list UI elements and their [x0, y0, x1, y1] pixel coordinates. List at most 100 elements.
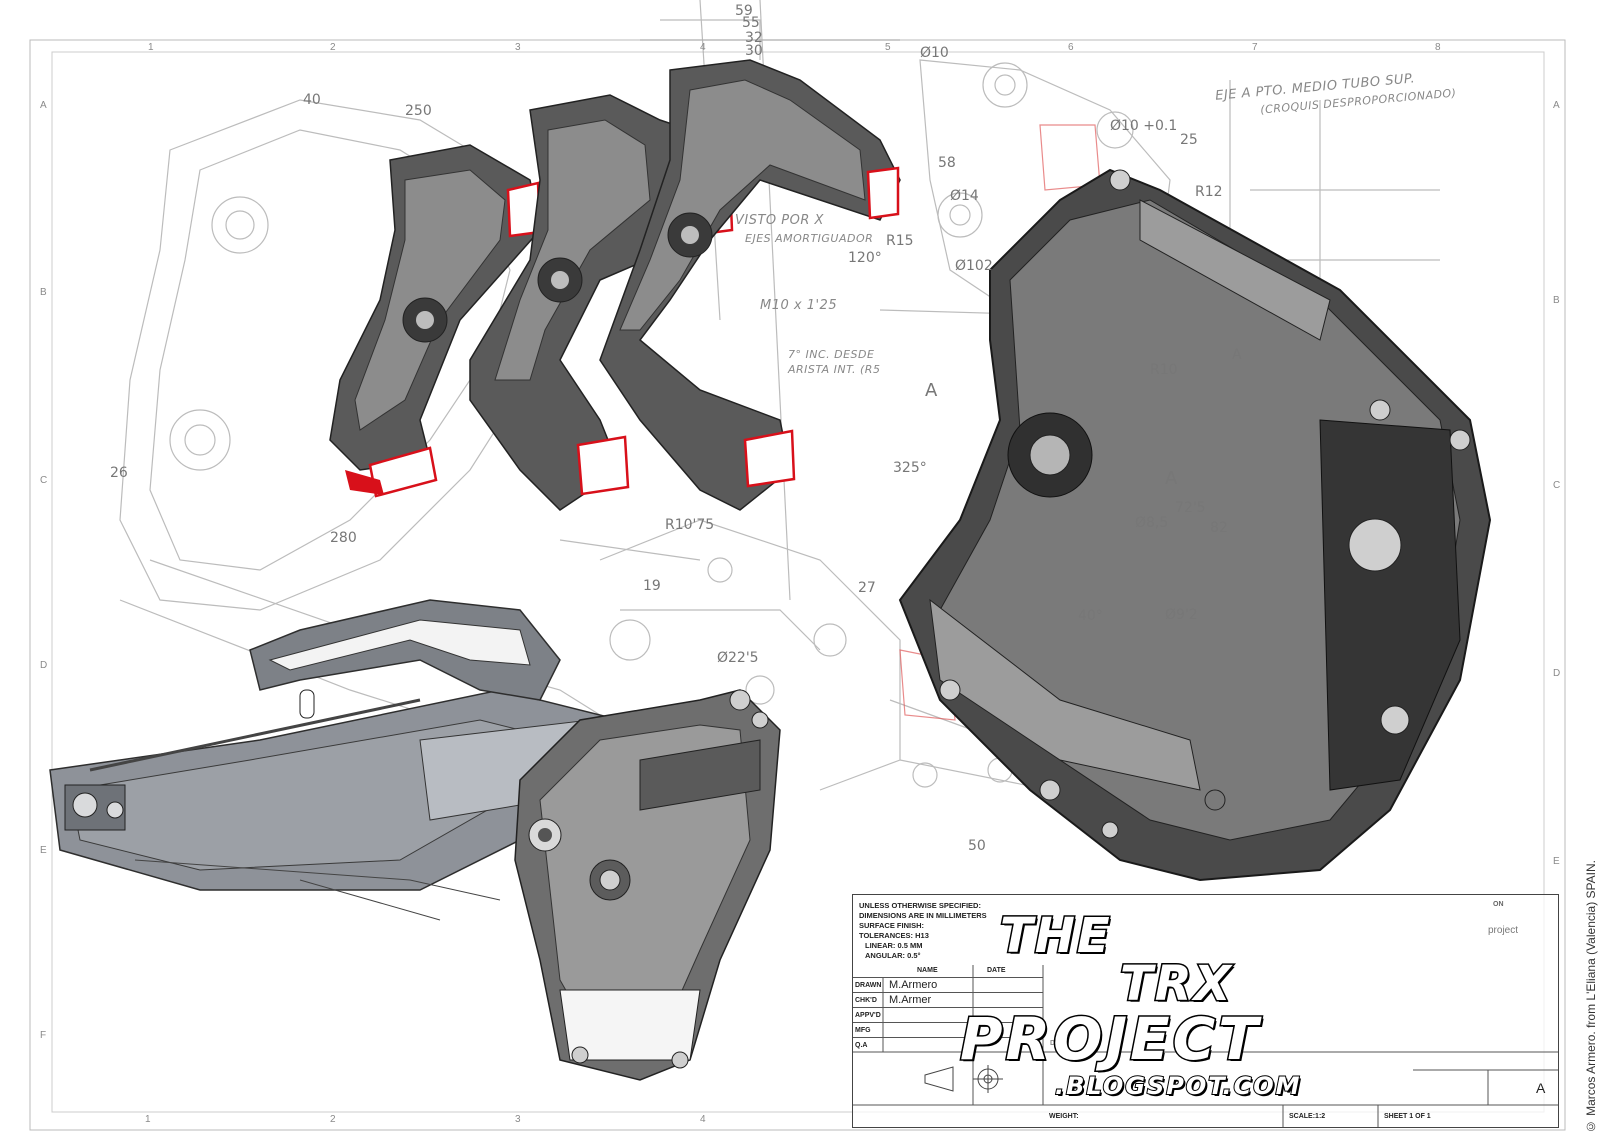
ruler-right-E: E: [1553, 856, 1560, 867]
yoke-part-bottom: [514, 689, 781, 1081]
ruler-right-B: B: [1553, 295, 1560, 306]
note-arista: ARISTA INT. (R5: [788, 363, 881, 376]
dim-50: 50: [968, 838, 986, 854]
ruler-top-5: 5: [885, 42, 891, 53]
dim-280: 280: [330, 530, 357, 546]
ruler-top-3: 3: [515, 42, 521, 53]
row-key: APPV'D: [855, 1012, 881, 1019]
dim-30: 30: [745, 43, 763, 59]
section-marker-a-1: A: [925, 380, 938, 401]
note-m10: M10 x 1'25: [760, 298, 838, 313]
dim-o9-2: Ø9'2: [1165, 607, 1198, 623]
ruler-left-B: B: [40, 287, 47, 298]
dim-r15: R15: [886, 233, 914, 249]
dim-40deg: 40°: [1078, 608, 1103, 624]
dim-o85: Ø8,5: [1135, 515, 1169, 531]
bracket-iteration-3: [599, 59, 901, 511]
dim-26: 26: [110, 465, 128, 481]
dim-58: 58: [938, 155, 956, 171]
dim-40: 40: [303, 92, 321, 108]
ruler-left-F: F: [40, 1030, 47, 1041]
dim-o10: Ø10: [920, 45, 949, 61]
ruler-right-C: C: [1553, 480, 1561, 491]
dim-120deg: 120°: [848, 250, 882, 266]
col-date: DATE: [987, 967, 1006, 974]
ruler-left-D: D: [40, 660, 48, 671]
row-key: Q.A: [855, 1042, 868, 1049]
dim-o102: Ø102: [955, 258, 993, 274]
dim-25: 25: [1180, 132, 1198, 148]
row-drawn: DRAWN M.Armero: [853, 977, 1043, 993]
col-name: NAME: [917, 967, 938, 974]
ruler-left-C: C: [40, 475, 48, 486]
logo-line-project: PROJECT: [959, 1004, 1261, 1075]
dim-r12: R12: [1195, 184, 1223, 200]
dim-250: 250: [405, 103, 432, 119]
copyright-credit: © Marcos Armero. from L'Eliana (Valencia…: [1584, 860, 1598, 1134]
note-line: LINEAR: 0.5 mm: [865, 941, 923, 950]
note-line: TOLERANCES: H13: [859, 931, 929, 940]
ruler-left-A: A: [40, 100, 47, 111]
dim-19: 19: [643, 578, 661, 594]
logo-line-the: THE: [999, 907, 1112, 966]
title-block-notes: UNLESS OTHERWISE SPECIFIED: DIMENSIONS A…: [859, 901, 987, 961]
logo-line-blogspot: .BLOGSPOT.COM: [1054, 1071, 1302, 1101]
desc-label: Desc: [1050, 1040, 1067, 1047]
ruler-right-A: A: [1553, 100, 1560, 111]
row-key: MFG: [855, 1027, 871, 1034]
ruler-bottom-3: 3: [515, 1114, 521, 1125]
scale-label: SCALE:1:2: [1289, 1113, 1326, 1120]
note-line: DIMENSIONS ARE IN MILLIMETERS: [859, 911, 987, 920]
dim-27: 27: [858, 580, 876, 596]
swingarm-part: [49, 599, 621, 921]
note-ejes-amortiguador: EJES AMORTIGUADOR: [745, 232, 874, 245]
bracket-iteration-1: [329, 144, 542, 498]
row-mfg: MFG: [853, 1022, 1043, 1038]
ruler-right-D: D: [1553, 668, 1561, 679]
logo-line-trx: TRX: [1119, 955, 1233, 1014]
dim-r10-75: R10'75: [665, 517, 715, 533]
ruler-top-4: 4: [700, 42, 706, 53]
yoke-part-large: [898, 168, 1492, 882]
note-line: SURFACE FINISH:: [859, 921, 925, 930]
ruler-top-6: 6: [1068, 42, 1074, 53]
row-qa: Q.A: [853, 1037, 1043, 1053]
dim-32: 32: [745, 30, 763, 46]
dim-59: 59: [735, 3, 753, 19]
row-value: M.Armer: [889, 994, 932, 1006]
dim-82: 82: [1210, 520, 1228, 536]
title-block: UNLESS OTHERWISE SPECIFIED: DIMENSIONS A…: [852, 894, 1559, 1128]
dim-o22-5: Ø22'5: [717, 650, 759, 666]
project-label: project: [1488, 925, 1519, 936]
note-line: UNLESS OTHERWISE SPECIFIED:: [859, 901, 981, 910]
note-line: ANGULAR: 0.5°: [865, 951, 921, 960]
sheet-label: SHEET 1 OF 1: [1384, 1113, 1431, 1120]
dim-55: 55: [742, 15, 760, 31]
ruler-top-7: 7: [1252, 42, 1258, 53]
row-value: M.Armero: [889, 979, 938, 991]
ruler-top-2: 2: [330, 42, 336, 53]
sheet-inner-border: [51, 51, 1545, 1113]
weight-label: WEIGHT:: [1049, 1113, 1079, 1120]
section-marker-a-3: A: [1232, 347, 1242, 363]
ruler-top-1: 1: [148, 42, 154, 53]
row-key: DRAWN: [855, 982, 882, 989]
row-key: CHK'D: [855, 997, 877, 1004]
dim-o14: Ø14: [950, 188, 979, 204]
ruler-bottom-1: 1: [145, 1114, 151, 1125]
section-marker-a-2: A: [1165, 468, 1178, 489]
on-label: ON: [1493, 901, 1504, 908]
title-block-grid: [853, 965, 1558, 1127]
dim-o10-tol: Ø10 +0.1: [1110, 118, 1178, 134]
ruler-bottom-2: 2: [330, 1114, 336, 1125]
note-visto-por: VISTO POR X: [735, 213, 824, 228]
ruler-left-E: E: [40, 845, 47, 856]
dim-r10: R10: [1150, 362, 1178, 378]
dim-72-5: 72'5: [1175, 500, 1206, 516]
row-checked: CHK'D M.Armer: [853, 992, 1043, 1008]
ruler-top-8: 8: [1435, 42, 1441, 53]
note-inc: 7° INC. DESDE: [788, 348, 875, 361]
dim-325deg: 325°: [893, 460, 927, 476]
